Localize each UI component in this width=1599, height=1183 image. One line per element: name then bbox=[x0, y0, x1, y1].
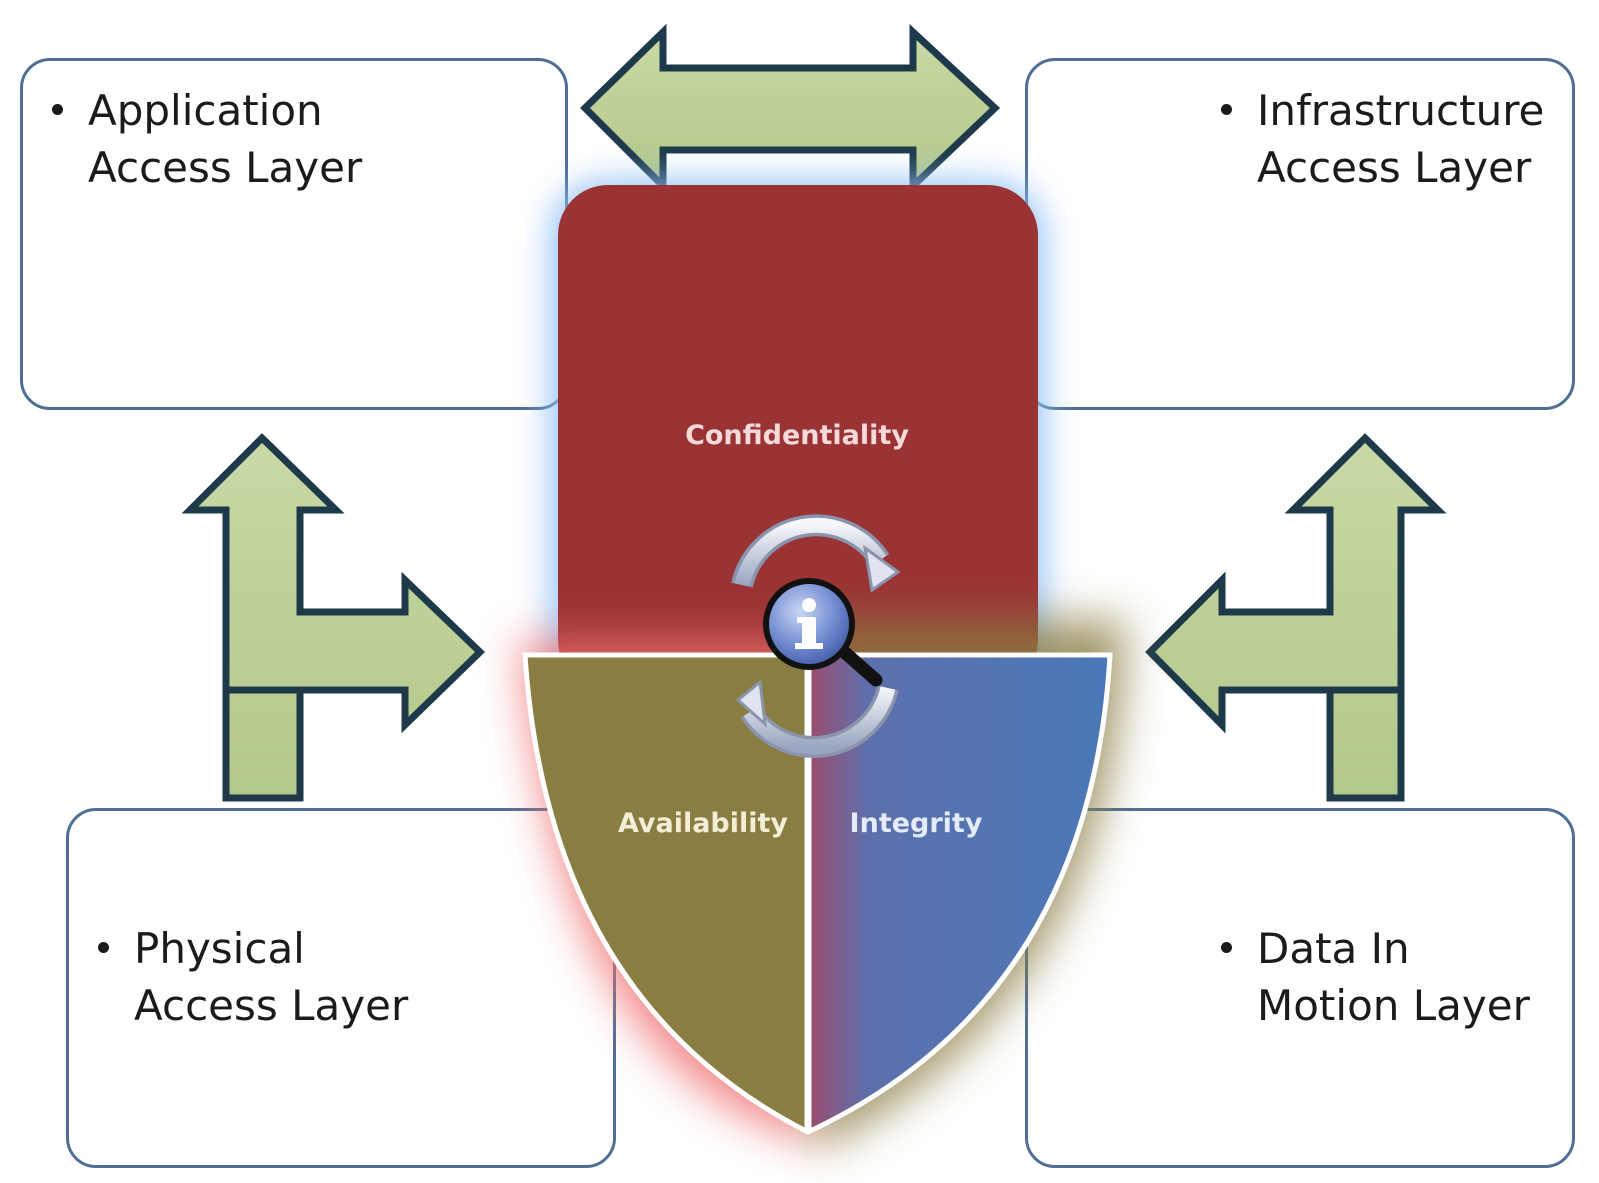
info-magnifier-icon bbox=[763, 578, 883, 687]
data-in-motion-layer-text: Data In Motion Layer bbox=[1221, 920, 1530, 1034]
physical-line-2: Access Layer bbox=[134, 981, 409, 1030]
infrastructure-line-1: Infrastructure bbox=[1257, 86, 1545, 135]
physical-line-1: Physical bbox=[134, 924, 305, 973]
application-access-layer-text: Application Access Layer bbox=[52, 82, 363, 196]
data-in-motion-line-1: Data In bbox=[1257, 924, 1410, 973]
application-line-2: Access Layer bbox=[88, 143, 363, 192]
data-in-motion-layer-box bbox=[1025, 808, 1575, 1168]
physical-access-layer-text: Physical Access Layer bbox=[98, 920, 409, 1034]
right-connector-arrow bbox=[1145, 433, 1447, 802]
infrastructure-access-layer-text: Infrastructure Access Layer bbox=[1221, 82, 1545, 196]
confidentiality-block bbox=[558, 185, 1038, 690]
availability-shield-half bbox=[525, 655, 808, 1132]
bullet bbox=[98, 942, 109, 953]
bullet bbox=[1221, 104, 1232, 115]
refresh-cycle-icon bbox=[731, 514, 901, 758]
confidentiality-label: Confidentiality bbox=[685, 420, 909, 451]
infrastructure-line-2: Access Layer bbox=[1257, 143, 1532, 192]
application-access-layer-box bbox=[20, 58, 568, 410]
data-in-motion-line-2: Motion Layer bbox=[1257, 981, 1530, 1030]
infrastructure-access-layer-box bbox=[1025, 58, 1575, 410]
integrity-label: Integrity bbox=[850, 808, 983, 839]
integrity-shield-half bbox=[808, 655, 1110, 1132]
bullet bbox=[52, 104, 63, 115]
left-connector-arrow bbox=[181, 433, 486, 802]
availability-label: Availability bbox=[618, 808, 788, 839]
top-double-arrow bbox=[580, 23, 1001, 195]
bullet bbox=[1221, 942, 1232, 953]
physical-access-layer-box bbox=[66, 808, 616, 1168]
application-line-1: Application bbox=[88, 86, 323, 135]
